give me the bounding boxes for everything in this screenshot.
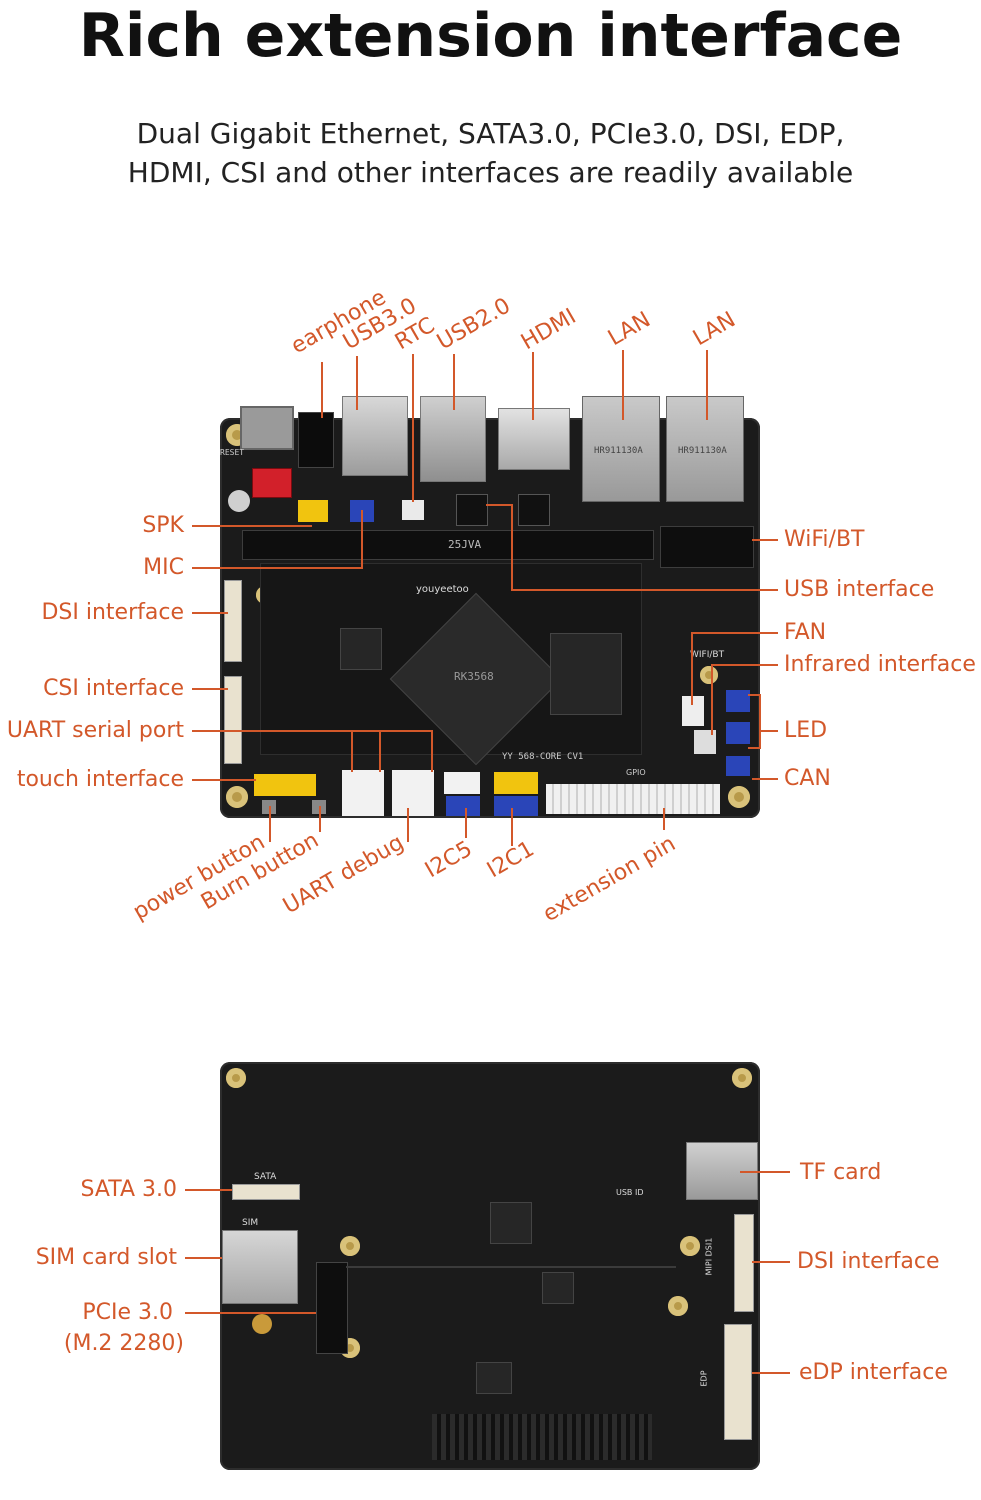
usb-header-1 [456, 494, 488, 526]
gpio-header [546, 784, 720, 814]
i2c5-header [446, 796, 480, 816]
core-slot [242, 530, 654, 560]
top-board: RESET HR911130A HR911130A 25JVA RK3568 y… [220, 396, 760, 818]
can-header [726, 756, 750, 776]
uart-debug-connector [444, 772, 480, 794]
usb-header-2 [518, 494, 550, 526]
lan2-magnetics-label: HR911130A [678, 446, 727, 456]
m2-slot [316, 1262, 348, 1354]
reset-label: RESET [220, 448, 245, 457]
label-infrared-interface: Infrared interface [784, 652, 976, 677]
power-jack [240, 406, 294, 450]
label-csi-interface: CSI interface [43, 676, 184, 701]
subtitle-line-2: HDMI, CSI and other interfaces are readi… [127, 156, 854, 189]
soc-chip-label: RK3568 [454, 670, 494, 683]
subtitle-line-1: Dual Gigabit Ethernet, SATA3.0, PCIe3.0,… [136, 117, 845, 150]
dsi-fpc-connector [224, 580, 242, 662]
lan-port-2 [666, 396, 744, 502]
led-header-1 [726, 690, 750, 712]
label-fan: FAN [784, 620, 827, 645]
label-tf-card: TF card [800, 1160, 882, 1185]
bottom-board: SATA SIM USB ID MIPI DSI1 EDP [220, 1062, 760, 1470]
capacitor [228, 490, 250, 512]
spk-connector [298, 500, 328, 522]
mount-hole [680, 1236, 700, 1256]
edp-fpc-connector [724, 1324, 752, 1440]
sim-card-slot [222, 1230, 298, 1304]
label-dsi-interface-bottom: DSI interface [797, 1249, 940, 1274]
page-title: Rich extension interface [78, 1, 903, 71]
emmc-chip [340, 628, 382, 670]
led-header-2 [726, 722, 750, 744]
wifi-label: WIFI/BT [690, 650, 725, 660]
label-wifi-bt: WiFi/BT [784, 527, 865, 552]
mount-hole [226, 1068, 246, 1088]
lan-port-1 [582, 396, 660, 502]
mount-hole [226, 786, 248, 808]
label-pcie: PCIe 3.0 [82, 1300, 173, 1325]
earphone-jack [298, 412, 334, 468]
core-label: YY 568-CORE CV1 [502, 752, 584, 762]
usb2-port [420, 396, 486, 482]
csi-fpc-connector [224, 676, 242, 764]
ram-chip [550, 633, 622, 715]
mount-hole [340, 1236, 360, 1256]
fan-connector [682, 696, 704, 726]
gpio-label: GPIO [626, 768, 646, 777]
ic-chip [476, 1362, 512, 1394]
core-slot-label: 25JVA [448, 538, 482, 551]
sata-label: SATA [254, 1172, 277, 1182]
mount-hole [700, 666, 718, 684]
ic-chip [542, 1272, 574, 1304]
mount-screw [252, 1314, 272, 1334]
label-can: CAN [784, 766, 831, 791]
label-sim-card-slot: SIM card slot [35, 1245, 177, 1270]
brand-label: youyeetoo [416, 584, 469, 595]
ic-chip [490, 1202, 532, 1244]
uart-connector-2 [392, 770, 434, 816]
usb-id-label: USB ID [616, 1188, 644, 1197]
label-dsi-interface: DSI interface [41, 600, 184, 625]
label-touch-interface: touch interface [16, 767, 184, 792]
mount-hole [728, 786, 750, 808]
wifi-slot [660, 526, 754, 568]
sata-connector [232, 1184, 300, 1200]
label-spk: SPK [142, 513, 184, 538]
label-usb-interface: USB interface [784, 577, 935, 602]
lan1-magnetics-label: HR911130A [594, 446, 643, 456]
uart-connector-1 [342, 770, 384, 816]
label-edp-interface: eDP interface [799, 1360, 948, 1385]
pcb-stripe [346, 1266, 676, 1268]
label-uart-serial-port: UART serial port [6, 718, 184, 743]
ir-receiver [694, 730, 716, 754]
header-grid [432, 1414, 652, 1460]
usb3-port [342, 396, 408, 476]
i2c1-header [494, 796, 538, 816]
red-connector [252, 468, 292, 498]
mount-hole [732, 1068, 752, 1088]
sim-label: SIM [242, 1218, 259, 1228]
label-led: LED [784, 718, 828, 743]
label-sata: SATA 3.0 [80, 1177, 177, 1202]
i2c-yellow-header [494, 772, 538, 794]
touch-connector [254, 774, 316, 796]
label-m2-2280: (M.2 2280) [63, 1331, 184, 1356]
mount-hole [668, 1296, 688, 1316]
rtc-connector [402, 500, 424, 520]
label-mic: MIC [143, 555, 184, 580]
